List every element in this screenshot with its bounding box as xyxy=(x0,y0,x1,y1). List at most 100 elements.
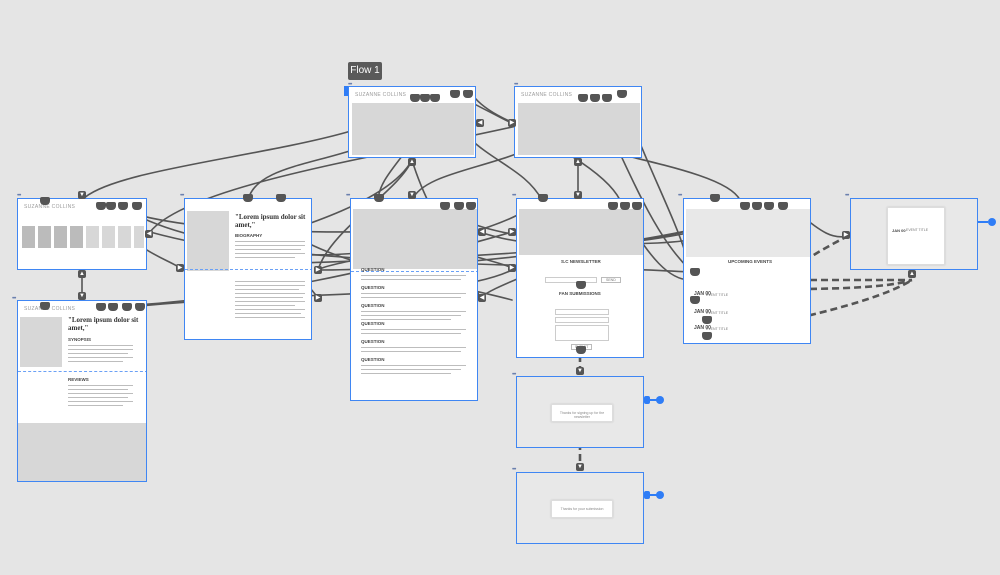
chevron-up-icon[interactable]: ▲ xyxy=(908,270,916,278)
hotspot-connector[interactable] xyxy=(40,197,50,205)
artboard-newsletter[interactable]: S.C NEWSLETTER SEND FAN SUBMISSIONS SUBM… xyxy=(516,198,644,358)
hotspot-connector[interactable] xyxy=(96,303,106,311)
artboard-confirm-submission[interactable]: Thanks for your submission xyxy=(516,472,644,544)
chevron-right-icon[interactable]: ▶ xyxy=(314,294,322,302)
hotspot-connector[interactable] xyxy=(430,94,440,102)
artboard-menu-icon[interactable]: ••• xyxy=(346,193,350,199)
hotspot-connector[interactable] xyxy=(608,202,618,210)
faq-question: QUESTION xyxy=(361,303,385,308)
chevron-down-icon[interactable]: ▼ xyxy=(78,191,86,199)
link-endpoint[interactable] xyxy=(656,396,664,404)
hotspot-connector[interactable] xyxy=(602,94,612,102)
hotspot-connector[interactable] xyxy=(576,346,586,354)
hotspot-connector[interactable] xyxy=(420,94,430,102)
hotspot-connector[interactable] xyxy=(778,202,788,210)
chevron-right-icon[interactable]: ▶ xyxy=(314,266,322,274)
hotspot-connector[interactable] xyxy=(690,268,700,276)
artboard-menu-icon[interactable]: ••• xyxy=(514,82,518,88)
hotspot-connector[interactable] xyxy=(617,90,627,98)
chevron-up-icon[interactable]: ▲ xyxy=(78,270,86,278)
artboard-menu-icon[interactable]: ••• xyxy=(17,193,21,199)
message-field[interactable] xyxy=(555,325,609,341)
artboard-books[interactable]: SUZANNE COLLINS xyxy=(17,198,147,270)
hotspot-connector[interactable] xyxy=(454,202,464,210)
book-cover xyxy=(38,226,51,248)
hotspot-connector[interactable] xyxy=(702,316,712,324)
artboard-confirm-newsletter[interactable]: Thanks for signing up for the newsletter xyxy=(516,376,644,448)
hotspot-connector[interactable] xyxy=(578,94,588,102)
artboard-faq[interactable]: QUESTION QUESTION QUESTION QUESTION QUES… xyxy=(350,198,478,401)
artboard-menu-icon[interactable]: ••• xyxy=(845,193,849,199)
artboard-menu-icon[interactable]: ••• xyxy=(180,193,184,199)
hotspot-connector[interactable] xyxy=(590,94,600,102)
chevron-right-icon[interactable]: ▶ xyxy=(508,119,516,127)
hotspot-connector[interactable] xyxy=(40,302,50,310)
hotspot-connector[interactable] xyxy=(108,303,118,311)
hotspot-connector[interactable] xyxy=(106,202,116,210)
chevron-down-icon[interactable]: ▼ xyxy=(408,191,416,199)
hotspot-connector[interactable] xyxy=(632,202,642,210)
hotspot-connector[interactable] xyxy=(702,332,712,340)
hotspot-connector[interactable] xyxy=(135,303,145,311)
hotspot-connector[interactable] xyxy=(118,202,128,210)
hotspot-connector[interactable] xyxy=(96,202,106,210)
hotspot-connector[interactable] xyxy=(764,202,774,210)
hotspot-connector[interactable] xyxy=(276,194,286,202)
chevron-right-icon[interactable]: ▶ xyxy=(842,231,850,239)
hotspot-connector[interactable] xyxy=(132,202,142,210)
chevron-left-icon[interactable]: ◀ xyxy=(478,228,486,236)
chevron-down-icon[interactable]: ▼ xyxy=(78,292,86,300)
chevron-left-icon[interactable]: ◀ xyxy=(476,119,484,127)
hotspot-connector[interactable] xyxy=(374,194,384,202)
artboard-menu-icon[interactable]: ••• xyxy=(678,193,682,199)
chevron-down-icon[interactable]: ▼ xyxy=(576,367,584,375)
hotspot-connector[interactable] xyxy=(440,202,450,210)
email-field[interactable] xyxy=(555,317,609,323)
hotspot-connector[interactable] xyxy=(690,296,700,304)
chevron-right-icon[interactable]: ▶ xyxy=(508,228,516,236)
hotspot-connector[interactable] xyxy=(752,202,762,210)
flow-start-marker[interactable] xyxy=(344,86,350,96)
artboard-events[interactable]: UPCOMING EVENTS JAN 00 EVENT TITLE JAN 0… xyxy=(683,198,811,344)
hotspot-connector[interactable] xyxy=(243,194,253,202)
hotspot-connector[interactable] xyxy=(410,94,420,102)
chevron-up-icon[interactable]: ▲ xyxy=(574,158,582,166)
hotspot-connector[interactable] xyxy=(450,90,460,98)
chevron-right-icon[interactable]: ▶ xyxy=(508,264,516,272)
chevron-left-icon[interactable]: ◀ xyxy=(478,294,486,302)
text-line xyxy=(361,333,461,334)
chevron-right-icon[interactable]: ▶ xyxy=(176,264,184,272)
artboard-menu-icon[interactable]: ••• xyxy=(348,82,352,88)
artboard-menu-icon[interactable]: ••• xyxy=(512,193,516,199)
artboard-about[interactable]: "Lorem ipsum dolor sit amet," BIOGRAPHY xyxy=(184,198,312,340)
artboard-event-modal[interactable]: JAN 00 EVENT TITLE xyxy=(850,198,978,270)
hotspot-connector[interactable] xyxy=(620,202,630,210)
artboard-home-a[interactable]: SUZANNE COLLINS xyxy=(348,86,476,158)
link-start[interactable] xyxy=(644,396,650,404)
hotspot-connector[interactable] xyxy=(122,303,132,311)
book-cover xyxy=(102,226,115,248)
hotspot-connector[interactable] xyxy=(576,281,586,289)
hotspot-connector[interactable] xyxy=(463,90,473,98)
link-endpoint[interactable] xyxy=(988,218,996,226)
hotspot-connector[interactable] xyxy=(710,194,720,202)
chevron-up-icon[interactable]: ▲ xyxy=(408,158,416,166)
flow-label[interactable]: Flow 1 xyxy=(348,62,382,80)
artboard-menu-icon[interactable]: ••• xyxy=(512,372,516,378)
text-line xyxy=(235,301,305,302)
chevron-down-icon[interactable]: ▼ xyxy=(574,191,582,199)
chevron-left-icon[interactable]: ◀ xyxy=(145,230,153,238)
artboard-menu-icon[interactable]: ••• xyxy=(12,296,16,302)
chevron-down-icon[interactable]: ▼ xyxy=(576,463,584,471)
newsletter-email-input[interactable] xyxy=(545,277,597,283)
newsletter-send-button[interactable]: SEND xyxy=(601,277,621,283)
artboard-book-detail[interactable]: SUZANNE COLLINS "Lorem ipsum dolor sit a… xyxy=(17,300,147,482)
hotspot-connector[interactable] xyxy=(538,194,548,202)
name-field[interactable] xyxy=(555,309,609,315)
link-start[interactable] xyxy=(644,491,650,499)
hotspot-connector[interactable] xyxy=(740,202,750,210)
link-endpoint[interactable] xyxy=(656,491,664,499)
artboard-menu-icon[interactable]: ••• xyxy=(512,467,516,473)
hotspot-connector[interactable] xyxy=(466,202,476,210)
